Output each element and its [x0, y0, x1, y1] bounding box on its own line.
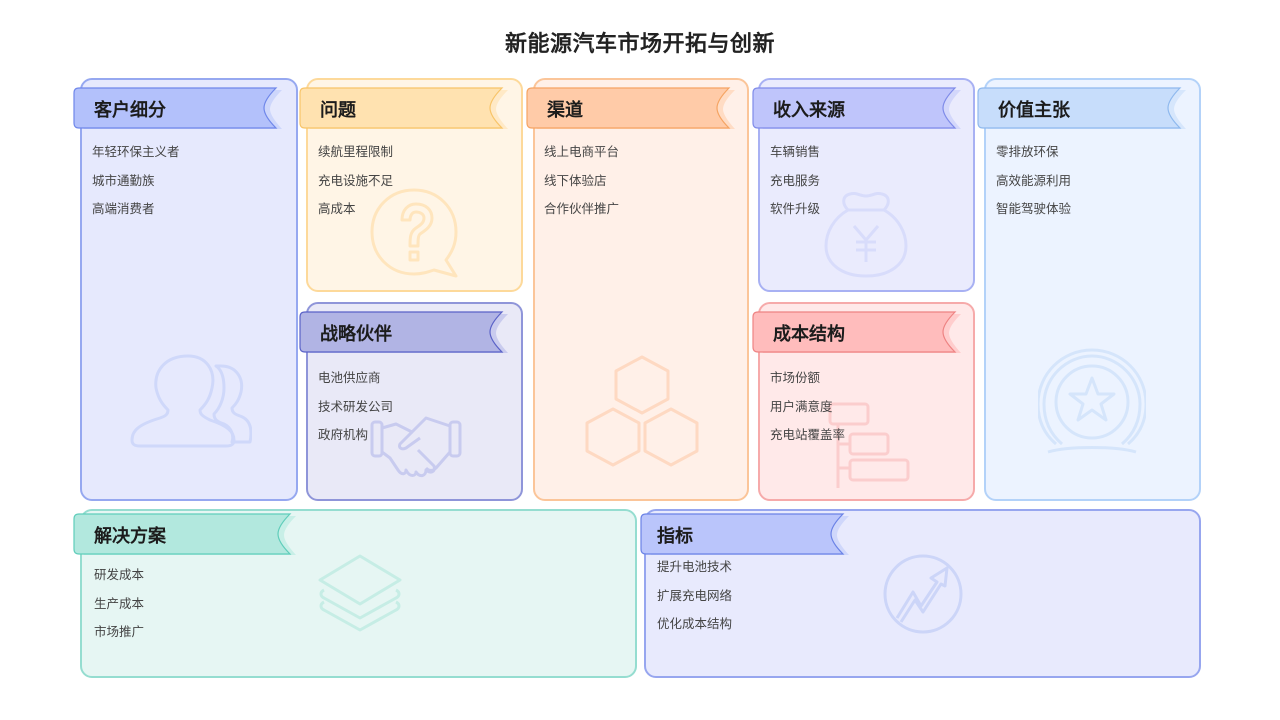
users-icon: [130, 354, 252, 448]
problem-banner: 问题: [299, 87, 510, 129]
hexagons-icon: [585, 355, 699, 467]
value-proposition-banner: 价值主张: [977, 87, 1188, 129]
list-item: 市场推广: [94, 624, 145, 639]
list-item: 线下体验店: [544, 172, 607, 188]
revenue-streams-banner: 收入来源: [752, 87, 963, 129]
list-item: 城市通勤族: [92, 172, 155, 188]
revenue-streams-title: 收入来源: [773, 100, 845, 121]
key-partners-banner: 战略伙伴: [299, 311, 510, 353]
value-proposition-title: 价值主张: [998, 100, 1070, 121]
list-item: 优化成本结构: [657, 616, 733, 631]
value-proposition-box: [984, 78, 1201, 501]
star-medal-icon: [1038, 348, 1146, 454]
channels-box: [533, 78, 749, 501]
layers-icon: [318, 554, 402, 632]
list-item: 研发成本: [94, 567, 145, 582]
list-item: 充电站覆盖率: [770, 427, 846, 442]
solution-title: 解决方案: [94, 526, 166, 547]
list-item: 线上电商平台: [544, 144, 620, 159]
metrics-title: 指标: [657, 526, 693, 547]
list-item: 生产成本: [94, 595, 145, 611]
list-item: 充电设施不足: [318, 172, 394, 188]
value-proposition-list: 零排放环保 高效能源利用 智能驾驶体验: [996, 143, 1071, 229]
list-item: 扩展充电网络: [657, 587, 733, 603]
question-bubble-icon: [370, 188, 458, 278]
list-item: 市场份额: [770, 370, 821, 385]
revenue-streams-list: 车辆销售 充电服务 软件升级: [770, 143, 820, 229]
solution-banner: 解决方案: [73, 513, 298, 555]
list-item: 充电服务: [770, 172, 821, 188]
cost-structure-list: 市场份额 用户满意度 充电站覆盖率: [770, 369, 845, 455]
list-item: 零排放环保: [996, 144, 1059, 159]
list-item: 合作伙伴推广: [544, 201, 620, 216]
list-item: 技术研发公司: [318, 398, 394, 414]
list-item: 政府机构: [318, 427, 369, 442]
channels-banner: 渠道: [526, 87, 737, 129]
list-item: 智能驾驶体验: [996, 201, 1072, 216]
page-title: 新能源汽车市场开拓与创新: [504, 32, 775, 57]
key-partners-title: 战略伙伴: [320, 324, 392, 345]
customer-segments-banner: 客户细分: [73, 87, 284, 129]
list-item: 车辆销售: [770, 144, 821, 159]
channels-title: 渠道: [547, 100, 583, 121]
hierarchy-icon: [828, 402, 910, 488]
list-item: 高端消费者: [92, 201, 155, 216]
cost-structure-title: 成本结构: [773, 324, 845, 345]
channels-list: 线上电商平台 线下体验店 合作伙伴推广: [544, 143, 619, 229]
list-item: 续航里程限制: [318, 144, 394, 159]
problem-list: 续航里程限制 充电设施不足 高成本: [318, 143, 393, 229]
list-item: 软件升级: [770, 201, 821, 216]
money-bag-icon: [824, 191, 908, 278]
key-partners-list: 电池供应商 技术研发公司 政府机构: [318, 369, 393, 455]
trend-up-icon: [883, 554, 963, 634]
list-item: 高效能源利用: [996, 172, 1072, 188]
customer-segments-title: 客户细分: [94, 100, 166, 121]
list-item: 电池供应商: [318, 370, 381, 385]
list-item: 年轻环保主义者: [92, 144, 180, 159]
problem-title: 问题: [320, 100, 356, 121]
metrics-banner: 指标: [640, 513, 851, 555]
handshake-icon: [370, 416, 462, 478]
solution-list: 研发成本 生产成本 市场推广: [94, 566, 144, 652]
cost-structure-banner: 成本结构: [752, 311, 963, 353]
list-item: 提升电池技术: [657, 559, 733, 574]
list-item: 高成本: [318, 201, 356, 216]
metrics-list: 提升电池技术 扩展充电网络 优化成本结构: [657, 558, 732, 644]
customer-segments-box: [80, 78, 298, 501]
customer-segments-list: 年轻环保主义者 城市通勤族 高端消费者: [92, 143, 180, 229]
list-item: 用户满意度: [770, 398, 833, 414]
